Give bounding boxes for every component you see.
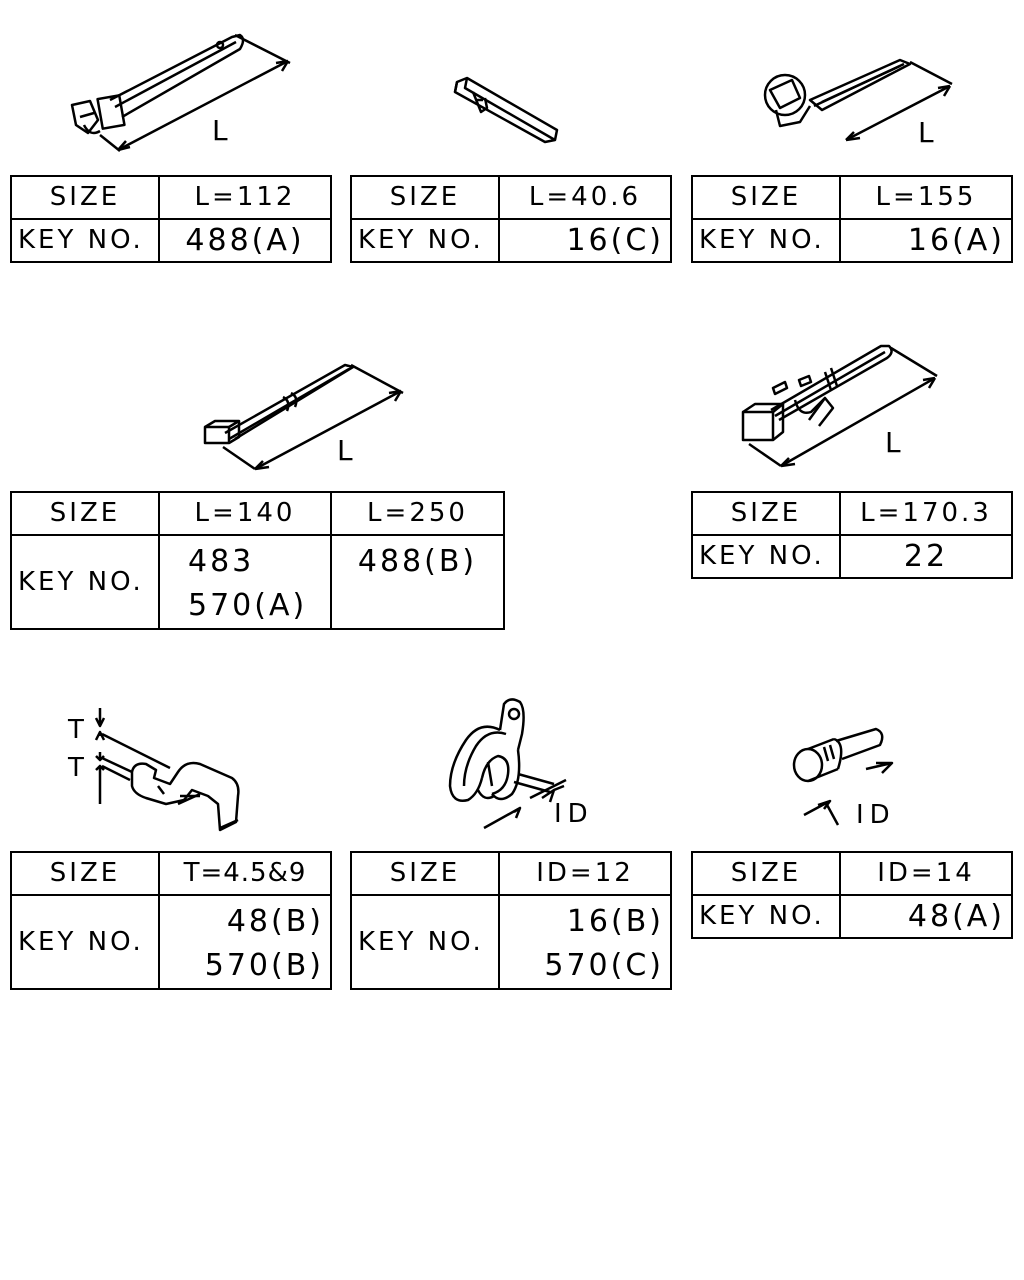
key-value: 48(A) xyxy=(839,894,1013,939)
part-1-drawing: L xyxy=(70,33,291,152)
part-5-dim-symbol: L xyxy=(885,426,901,459)
key-label: KEY NO. xyxy=(691,894,841,939)
part-6-dim-symbol-1: T xyxy=(67,715,84,745)
key-label: KEY NO. xyxy=(10,894,160,990)
key-value: 483 xyxy=(188,544,255,579)
part-8-drawing: ID xyxy=(792,727,896,830)
key-label: KEY NO. xyxy=(350,218,500,263)
size-row: SIZE L=155 xyxy=(691,175,1013,220)
size-value: L=112 xyxy=(158,175,332,220)
size-row: SIZE T=4.5&9 xyxy=(10,851,332,896)
part-6-table: SIZE T=4.5&9 KEY NO. 48(B) 570(B) xyxy=(10,851,332,990)
key-label: KEY NO. xyxy=(691,534,841,579)
part-8-dim-symbol: ID xyxy=(856,800,896,830)
size-value: T=4.5&9 xyxy=(158,851,332,896)
part-7-drawing: ID xyxy=(448,698,594,830)
size-label: SIZE xyxy=(10,491,160,536)
size-value: L=170.3 xyxy=(839,491,1013,536)
size-label: SIZE xyxy=(691,491,841,536)
size-label: SIZE xyxy=(10,175,160,220)
part-6-drawing: T T xyxy=(67,708,240,832)
key-value: 16(B) xyxy=(566,904,664,939)
part-8-table: SIZE ID=14 KEY NO. 48(A) xyxy=(691,851,1013,939)
key-label: KEY NO. xyxy=(691,218,841,263)
key-label: KEY NO. xyxy=(350,894,500,990)
key-label: KEY NO. xyxy=(10,218,160,263)
size-label: SIZE xyxy=(350,851,500,896)
size-label: SIZE xyxy=(691,851,841,896)
size-value-1: L=140 xyxy=(158,491,332,536)
key-value: 570(C) xyxy=(544,948,664,983)
key-value-cell: 16(B) 570(C) xyxy=(498,894,672,990)
key-value-cell-1: 483 570(A) xyxy=(158,534,332,630)
size-label: SIZE xyxy=(10,851,160,896)
key-value: 22 xyxy=(839,534,1013,579)
key-value: 48(B) xyxy=(226,904,324,939)
key-value-cell-2: 488(B) xyxy=(330,534,505,630)
key-row: KEY NO. 16(A) xyxy=(691,218,1013,263)
key-row: KEY NO. 48(B) 570(B) xyxy=(10,894,332,990)
key-value: 570(B) xyxy=(204,948,324,983)
key-row: KEY NO. 22 xyxy=(691,534,1013,579)
size-row: SIZE L=40.6 xyxy=(350,175,672,220)
part-5-table: SIZE L=170.3 KEY NO. 22 xyxy=(691,491,1013,579)
size-value-2: L=250 xyxy=(330,491,505,536)
key-row: KEY NO. 16(B) 570(C) xyxy=(350,894,672,990)
part-3-dim-symbol: L xyxy=(918,116,934,149)
key-value-cell: 48(B) 570(B) xyxy=(158,894,332,990)
size-value: ID=14 xyxy=(839,851,1013,896)
part-1-table: SIZE L=112 KEY NO. 488(A) xyxy=(10,175,332,263)
part-6-dim-symbol-2: T xyxy=(67,753,84,783)
size-value: L=155 xyxy=(839,175,1013,220)
part-5-drawing: L xyxy=(741,344,938,468)
key-row: KEY NO. 16(C) xyxy=(350,218,672,263)
part-1-dim-symbol: L xyxy=(212,114,228,147)
part-7-table: SIZE ID=12 KEY NO. 16(B) 570(C) xyxy=(350,851,672,990)
size-row: SIZE ID=12 xyxy=(350,851,672,896)
key-value: 488(A) xyxy=(158,218,332,263)
size-row: SIZE L=140 L=250 xyxy=(10,491,505,536)
key-value: 16(C) xyxy=(498,218,672,263)
key-row: KEY NO. 483 570(A) 488(B) xyxy=(10,534,505,630)
key-value: 16(A) xyxy=(839,218,1013,263)
key-row: KEY NO. 488(A) xyxy=(10,218,332,263)
part-4-drawing: L xyxy=(203,363,404,471)
size-row: SIZE L=112 xyxy=(10,175,332,220)
key-value: 570(A) xyxy=(188,588,308,623)
size-value: ID=12 xyxy=(498,851,672,896)
part-7-dim-symbol: ID xyxy=(554,799,594,829)
part-4-dim-symbol: L xyxy=(337,434,353,467)
size-label: SIZE xyxy=(350,175,500,220)
size-row: SIZE ID=14 xyxy=(691,851,1013,896)
part-3-drawing: L xyxy=(763,58,953,149)
part-2-drawing xyxy=(453,76,559,144)
key-value: 488(B) xyxy=(357,544,478,579)
key-row: KEY NO. 48(A) xyxy=(691,894,1013,939)
key-label: KEY NO. xyxy=(10,534,160,630)
size-value: L=40.6 xyxy=(498,175,672,220)
size-label: SIZE xyxy=(691,175,841,220)
part-4-table: SIZE L=140 L=250 KEY NO. 483 570(A) 488(… xyxy=(10,491,505,630)
part-2-table: SIZE L=40.6 KEY NO. 16(C) xyxy=(350,175,672,263)
part-3-table: SIZE L=155 KEY NO. 16(A) xyxy=(691,175,1013,263)
size-row: SIZE L=170.3 xyxy=(691,491,1013,536)
